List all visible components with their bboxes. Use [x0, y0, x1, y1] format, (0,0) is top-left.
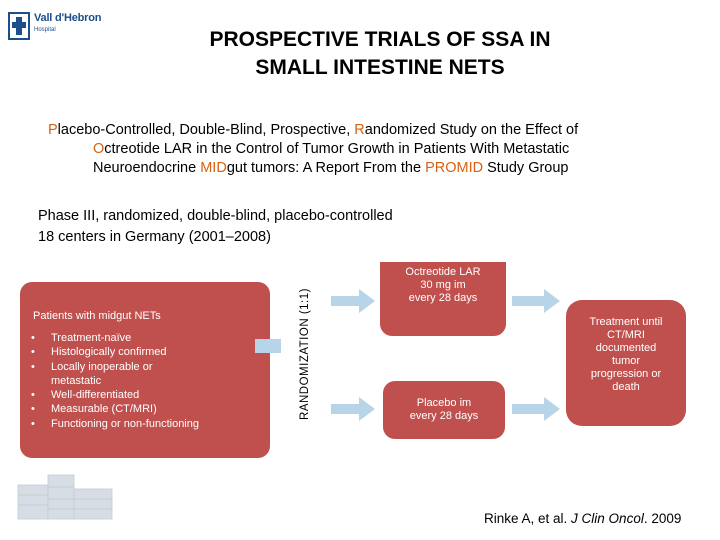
- title-line-1: PROSPECTIVE TRIALS OF SSA IN: [209, 28, 551, 51]
- citation-authors: Rinke A, et al.: [484, 511, 572, 526]
- patients-box: Patients with midgut NETs • Treatment-naï…: [20, 282, 270, 458]
- study-highlight-promid: PROMID: [425, 160, 484, 176]
- logo-subtitle: Hospital: [34, 27, 56, 33]
- study-highlight-r: R: [354, 122, 365, 138]
- criteria-text: Functioning or non-functioning: [51, 417, 199, 430]
- citation: Rinke A, et al. J Clin Oncol. 2009: [484, 511, 681, 526]
- study-line-1-post: andomized Study on the Effect of: [364, 122, 579, 138]
- arrow-right-icon: [512, 397, 560, 421]
- patients-header: Patients with midgut NETs: [33, 310, 161, 322]
- bullet: •: [31, 332, 35, 344]
- outcome-box: Treatment until CT/MRI documented tumor …: [566, 300, 686, 426]
- criteria-text: Histologically confirmed: [51, 346, 167, 359]
- bullet: •: [31, 360, 35, 373]
- citation-journal: J Clin Oncol: [571, 511, 644, 526]
- octreotide-line: 30 mg im: [420, 279, 466, 291]
- bullet: •: [31, 403, 35, 416]
- study-line-2: Octreotide LAR in the Control of Tumor G…: [48, 140, 688, 159]
- citation-year: . 2009: [643, 511, 682, 526]
- randomization-label-box: RANDOMIZATION (1:1): [287, 270, 322, 438]
- criteria-item: • Locally inoperable or metastatic: [31, 360, 199, 389]
- bullet: •: [31, 346, 35, 359]
- randomization-label: RANDOMIZATION (1:1): [298, 288, 311, 420]
- slide-title: PROSPECTIVE TRIALS OF SSA IN SMALL INTES…: [100, 26, 660, 82]
- bullet: •: [31, 417, 35, 430]
- study-highlight-p: P: [48, 122, 58, 138]
- placebo-arm-box: Placebo im every 28 days: [383, 381, 505, 439]
- outcome-line: documented: [595, 342, 657, 354]
- outcome-line: death: [612, 381, 640, 393]
- criteria-text: Locally inoperable or metastatic: [51, 360, 153, 387]
- cross-logo-icon: [8, 12, 30, 40]
- study-line-3-mid: gut tumors: A Report From the: [226, 160, 426, 176]
- placebo-line: every 28 days: [409, 410, 479, 422]
- criteria-item: • Treatment-naïve: [31, 331, 199, 345]
- outcome-line: CT/MRI: [607, 329, 645, 341]
- hospital-logo: Vall d'Hebron Hospital: [6, 8, 101, 48]
- randomization-connector: [255, 339, 281, 353]
- criteria-text: Well-differentiated: [51, 389, 140, 402]
- arrow-right-icon: [512, 289, 560, 313]
- study-description: Placebo-Controlled, Double-Blind, Prospe…: [48, 121, 688, 178]
- placebo-line: Placebo im: [416, 397, 472, 409]
- trial-design: Phase III, randomized, double-blind, pla…: [38, 206, 393, 248]
- logo-name: Vall d'Hebron: [34, 12, 102, 24]
- arrow-right-icon: [331, 289, 375, 313]
- arrow-right-icon: [331, 397, 375, 421]
- trial-design-line-1: Phase III, randomized, double-blind, pla…: [38, 208, 393, 224]
- study-highlight-mid: MID: [200, 160, 227, 176]
- criteria-item: • Well-differentiated: [31, 388, 199, 402]
- octreotide-arm-box: Octreotide LAR 30 mg im every 28 days: [380, 262, 506, 336]
- criteria-item: • Histologically confirmed: [31, 345, 199, 359]
- outcome-line: Treatment until: [589, 316, 663, 328]
- criteria-item: • Functioning or non-functioning: [31, 417, 199, 431]
- hospital-building-icon: [17, 474, 113, 520]
- study-line-3-post: Study Group: [483, 160, 569, 176]
- title-line-2: SMALL INTESTINE NETS: [255, 56, 505, 79]
- study-line-2-post: ctreotide LAR in the Control of Tumor Gr…: [104, 141, 570, 157]
- criteria-item: • Measurable (CT/MRI): [31, 402, 199, 416]
- trial-design-line-2: 18 centers in Germany (2001–2008): [38, 229, 271, 245]
- criteria-text: Measurable (CT/MRI): [51, 403, 157, 416]
- study-line-1-mid: lacebo-Controlled, Double-Blind, Prospec…: [57, 122, 355, 138]
- criteria-text: Treatment-naïve: [51, 332, 132, 344]
- study-line-3: Neuroendocrine MIDgut tumors: A Report F…: [48, 159, 688, 178]
- octreotide-line: Octreotide LAR: [405, 266, 481, 278]
- study-highlight-o: O: [93, 141, 105, 157]
- bullet: •: [31, 389, 35, 402]
- outcome-line: progression or: [590, 368, 662, 380]
- inclusion-criteria-list: • Treatment-naïve • Histologically confirm…: [31, 331, 199, 431]
- study-line-1: Placebo-Controlled, Double-Blind, Prospe…: [48, 122, 578, 138]
- study-line-3-pre: Neuroendocrine: [93, 160, 201, 176]
- octreotide-line: every 28 days: [408, 292, 478, 304]
- outcome-line: tumor: [611, 355, 641, 367]
